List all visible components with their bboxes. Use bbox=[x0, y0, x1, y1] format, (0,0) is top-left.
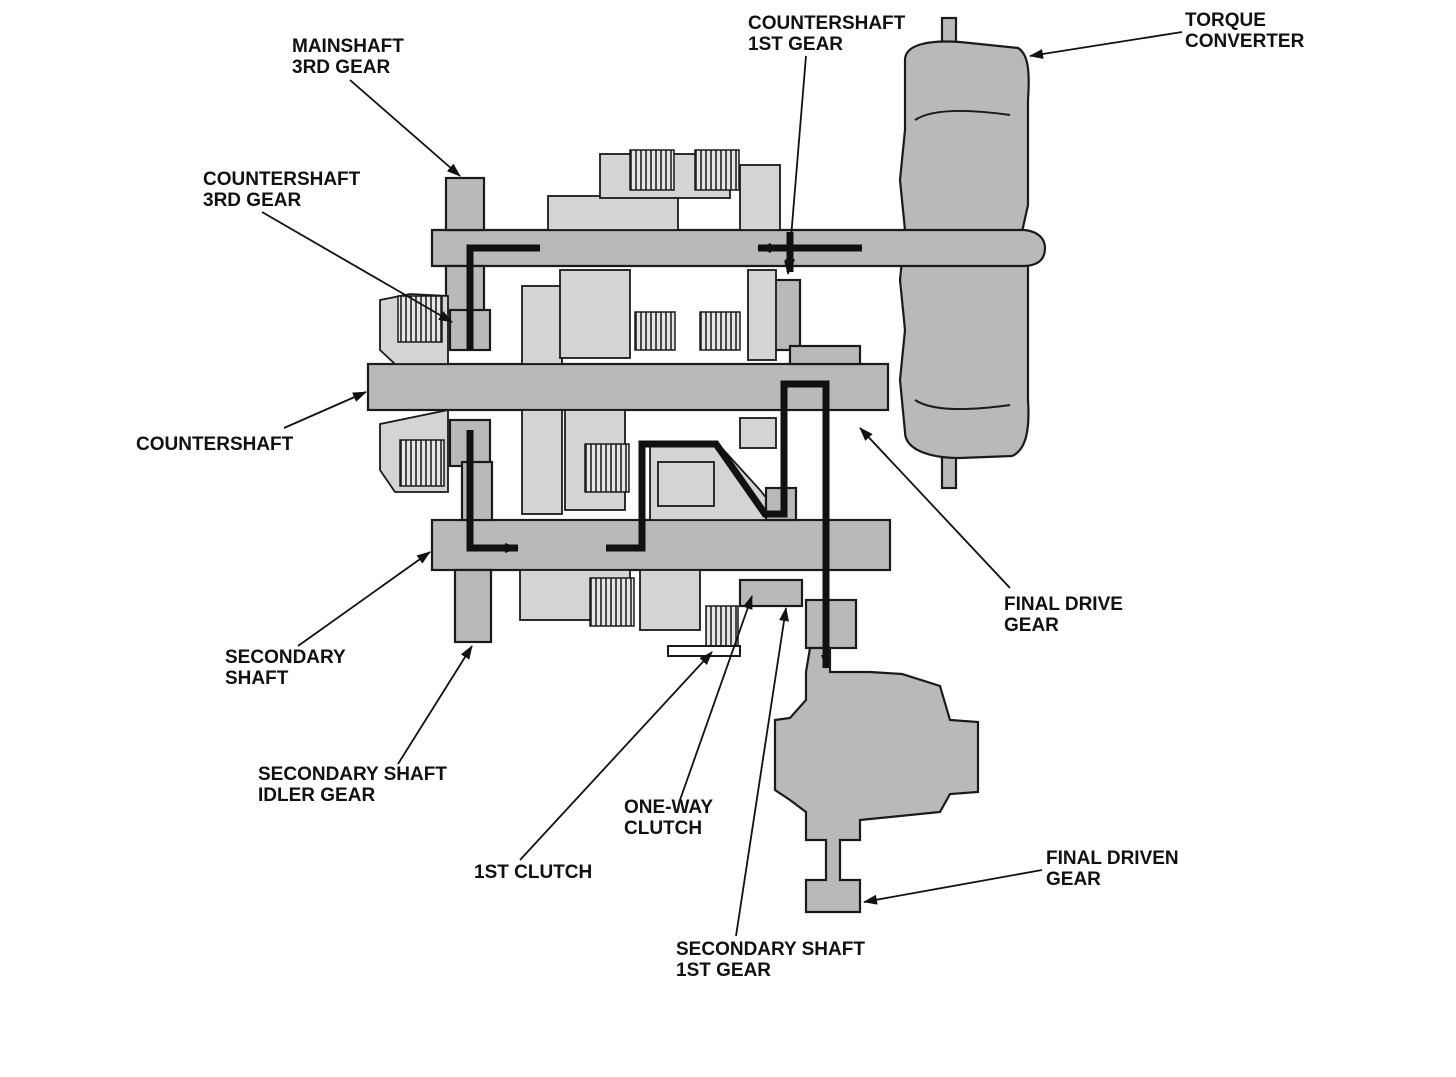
label-final-drive-gear-line1: FINAL DRIVE bbox=[1004, 594, 1123, 615]
label-final-driven-gear: FINAL DRIVEN GEAR bbox=[1046, 848, 1179, 890]
label-secondary-shaft-idler-gear: SECONDARY SHAFT IDLER GEAR bbox=[258, 764, 447, 806]
countershaft bbox=[366, 269, 890, 515]
leader-secondary-shaft bbox=[297, 551, 431, 647]
label-torque-converter-line1: TORQUE bbox=[1185, 10, 1266, 31]
label-one-way-clutch-line1: ONE-WAY bbox=[624, 797, 713, 818]
power-flow-path bbox=[466, 232, 862, 669]
label-secondary-shaft-1st-gear-line2: 1ST GEAR bbox=[676, 960, 771, 981]
label-countershaft-1st-gear-line2: 1ST GEAR bbox=[748, 34, 843, 55]
label-torque-converter: TORQUE CONVERTER bbox=[1185, 10, 1305, 52]
label-secondary-shaft-1st-gear-line1: SECONDARY SHAFT bbox=[676, 939, 865, 960]
leader-lines bbox=[261, 31, 1183, 937]
label-countershaft: COUNTERSHAFT bbox=[136, 434, 294, 455]
label-torque-converter-line2: CONVERTER bbox=[1185, 31, 1305, 52]
label-countershaft-3rd-gear: COUNTERSHAFT 3RD GEAR bbox=[203, 169, 361, 211]
label-mainshaft-3rd-gear: MAINSHAFT 3RD GEAR bbox=[292, 36, 404, 78]
leader-secondary-shaft-1st-gear bbox=[735, 607, 789, 937]
secondary-shaft bbox=[430, 445, 892, 657]
label-secondary-shaft-line1: SECONDARY bbox=[225, 647, 346, 668]
leader-final-driven-gear bbox=[863, 869, 1043, 905]
leader-final-drive-gear bbox=[859, 427, 1011, 589]
label-countershaft-1st-gear-line1: COUNTERSHAFT bbox=[748, 13, 906, 34]
leader-mainshaft-3rd-gear bbox=[349, 79, 461, 177]
mainshaft bbox=[430, 149, 1047, 352]
label-one-way-clutch-line2: CLUTCH bbox=[624, 818, 702, 839]
label-countershaft-1st-gear: COUNTERSHAFT 1ST GEAR bbox=[748, 13, 906, 55]
label-secondary-shaft-line2: SHAFT bbox=[225, 668, 289, 689]
label-final-driven-gear-line1: FINAL DRIVEN bbox=[1046, 848, 1179, 869]
label-secondary-shaft-idler-gear-line1: SECONDARY SHAFT bbox=[258, 764, 447, 785]
label-countershaft-3rd-gear-line2: 3RD GEAR bbox=[203, 190, 301, 211]
label-final-drive-gear-line2: GEAR bbox=[1004, 615, 1059, 636]
leader-countershaft-3rd-gear bbox=[261, 211, 453, 323]
label-secondary-shaft: SECONDARY SHAFT bbox=[225, 647, 346, 689]
label-secondary-shaft-idler-gear-line2: IDLER GEAR bbox=[258, 785, 375, 806]
leader-secondary-shaft-idler-gear bbox=[397, 645, 473, 765]
leader-one-way-clutch bbox=[679, 595, 753, 801]
label-countershaft-line1: COUNTERSHAFT bbox=[136, 434, 294, 455]
leader-countershaft-1st-gear bbox=[784, 55, 807, 275]
label-mainshaft-3rd-gear-line2: 3RD GEAR bbox=[292, 57, 390, 78]
label-first-clutch-line1: 1ST CLUTCH bbox=[474, 862, 592, 883]
label-countershaft-3rd-gear-line1: COUNTERSHAFT bbox=[203, 169, 361, 190]
label-final-drive-gear: FINAL DRIVE GEAR bbox=[1004, 594, 1123, 636]
label-secondary-shaft-1st-gear: SECONDARY SHAFT 1ST GEAR bbox=[676, 939, 865, 981]
label-first-clutch: 1ST CLUTCH bbox=[474, 862, 592, 883]
leader-countershaft bbox=[283, 391, 367, 429]
label-mainshaft-3rd-gear-line1: MAINSHAFT bbox=[292, 36, 404, 57]
label-one-way-clutch: ONE-WAY CLUTCH bbox=[624, 797, 713, 839]
final-drive-assembly bbox=[773, 598, 980, 914]
label-final-driven-gear-line2: GEAR bbox=[1046, 869, 1101, 890]
leader-first-clutch bbox=[519, 651, 713, 861]
leader-torque-converter bbox=[1029, 31, 1183, 59]
